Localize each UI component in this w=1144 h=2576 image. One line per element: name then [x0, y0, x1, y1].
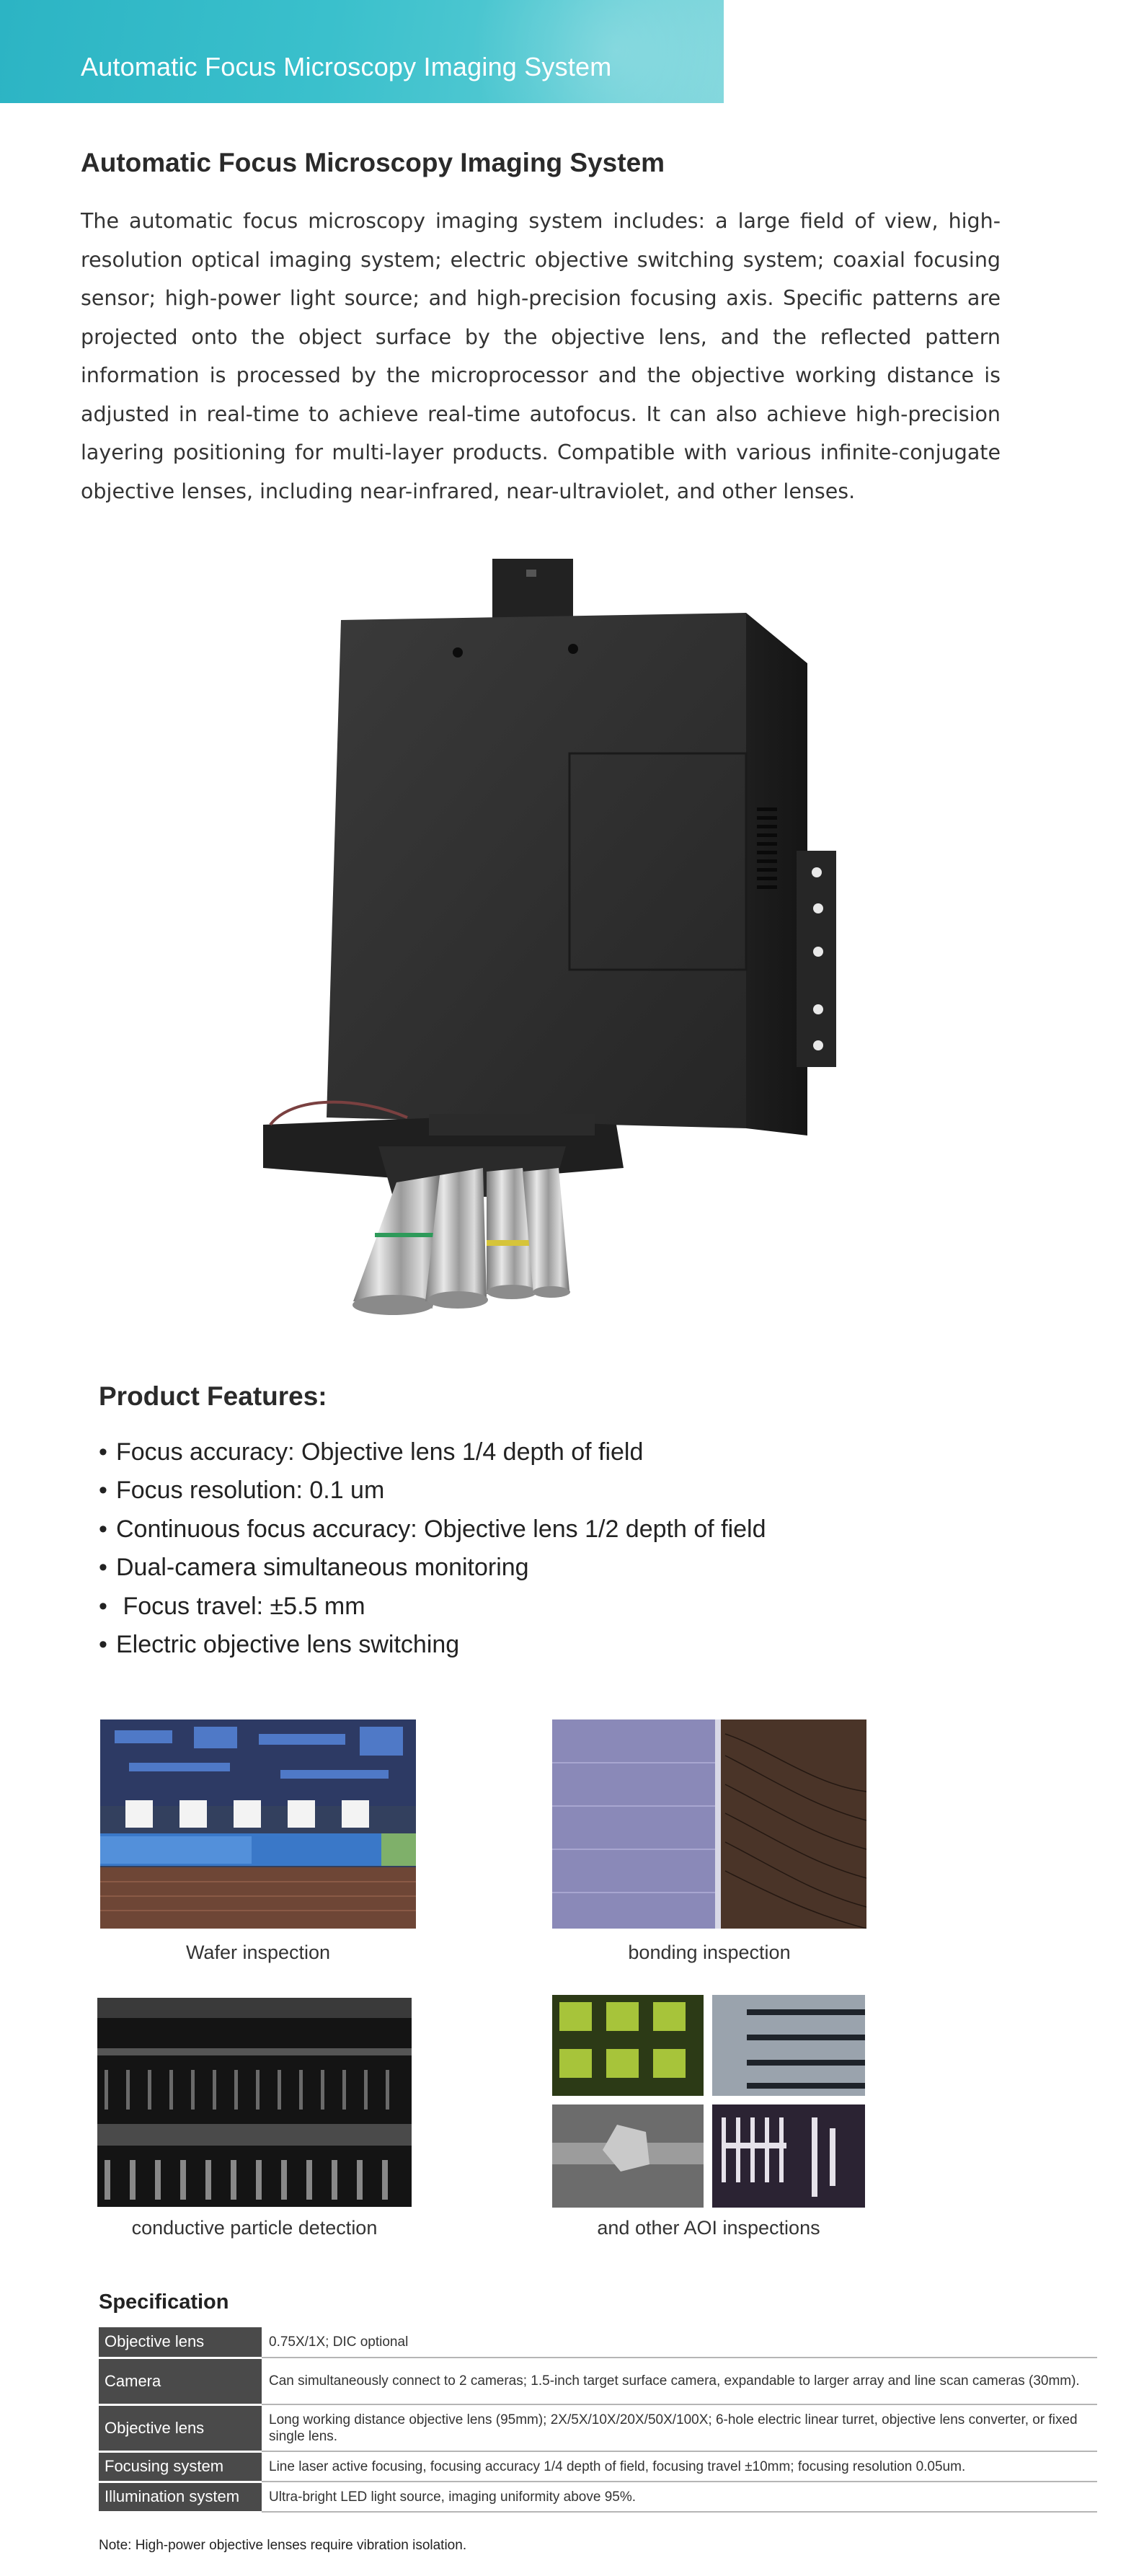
- spec-key: Illumination system: [99, 2482, 262, 2513]
- feature-item: •Focus accuracy: Objective lens 1/4 dept…: [99, 1433, 766, 1471]
- spec-key: Objective lens: [99, 2404, 262, 2453]
- wafer-inspection-image: [100, 1719, 416, 1929]
- bullet: •: [99, 1592, 107, 1620]
- feature-item: • Focus travel: ±5.5 mm: [99, 1588, 766, 1626]
- feature-item: •Focus resolution: 0.1 um: [99, 1471, 766, 1510]
- conductive-particle-image: [97, 1998, 412, 2207]
- intro-paragraph: The automatic focus microscopy imaging s…: [81, 209, 1001, 503]
- caption-bonding: bonding inspection: [628, 1942, 791, 1963]
- spec-key: Objective lens: [99, 2327, 262, 2359]
- header-banner: Automatic Focus Microscopy Imaging Syste…: [0, 0, 724, 103]
- spec-value: Line laser active focusing, focusing acc…: [262, 2451, 1097, 2482]
- spec-key: Focusing system: [99, 2451, 262, 2483]
- spec-key: Camera: [99, 2358, 262, 2406]
- spec-note: Note: High-power objective lenses requir…: [99, 2538, 467, 2553]
- aoi-inspection-images: [552, 1995, 865, 2208]
- bullet: •: [99, 1515, 107, 1543]
- caption-particle: conductive particle detection: [131, 2217, 378, 2239]
- spec-value: Can simultaneously connect to 2 cameras;…: [262, 2358, 1097, 2405]
- spec-title: Specification: [99, 2290, 229, 2314]
- caption-wafer: Wafer inspection: [185, 1942, 331, 1963]
- section-title: Automatic Focus Microscopy Imaging Syste…: [81, 148, 665, 177]
- feature-item: •Electric objective lens switching: [99, 1626, 766, 1664]
- banner-title: Automatic Focus Microscopy Imaging Syste…: [81, 52, 612, 81]
- feature-item: •Dual-camera simultaneous monitoring: [99, 1549, 766, 1587]
- table-row: Camera Can simultaneously connect to 2 c…: [99, 2358, 1097, 2406]
- spec-table: Objective lens 0.75X/1X; DIC optional Ca…: [99, 2327, 1097, 2513]
- table-row: Focusing system Line laser active focusi…: [99, 2451, 1097, 2483]
- table-row: Objective lens 0.75X/1X; DIC optional: [99, 2327, 1097, 2359]
- bullet: •: [99, 1438, 107, 1466]
- bullet: •: [99, 1631, 107, 1659]
- spec-value: Ultra-bright LED light source, imaging u…: [262, 2482, 1097, 2513]
- product-photo: [263, 559, 836, 1315]
- bullet: •: [99, 1477, 107, 1505]
- feature-item: •Continuous focus accuracy: Objective le…: [99, 1510, 766, 1549]
- table-row: Objective lens Long working distance obj…: [99, 2404, 1097, 2453]
- features-list: •Focus accuracy: Objective lens 1/4 dept…: [99, 1433, 766, 1664]
- features-title: Product Features:: [99, 1381, 327, 1411]
- spec-value: 0.75X/1X; DIC optional: [262, 2327, 1097, 2358]
- caption-aoi: and other AOI inspections: [597, 2217, 820, 2239]
- bonding-inspection-image: [552, 1719, 866, 1929]
- table-row: Illumination system Ultra-bright LED lig…: [99, 2482, 1097, 2513]
- bullet: •: [99, 1554, 107, 1582]
- spec-value: Long working distance objective lens (95…: [262, 2404, 1097, 2452]
